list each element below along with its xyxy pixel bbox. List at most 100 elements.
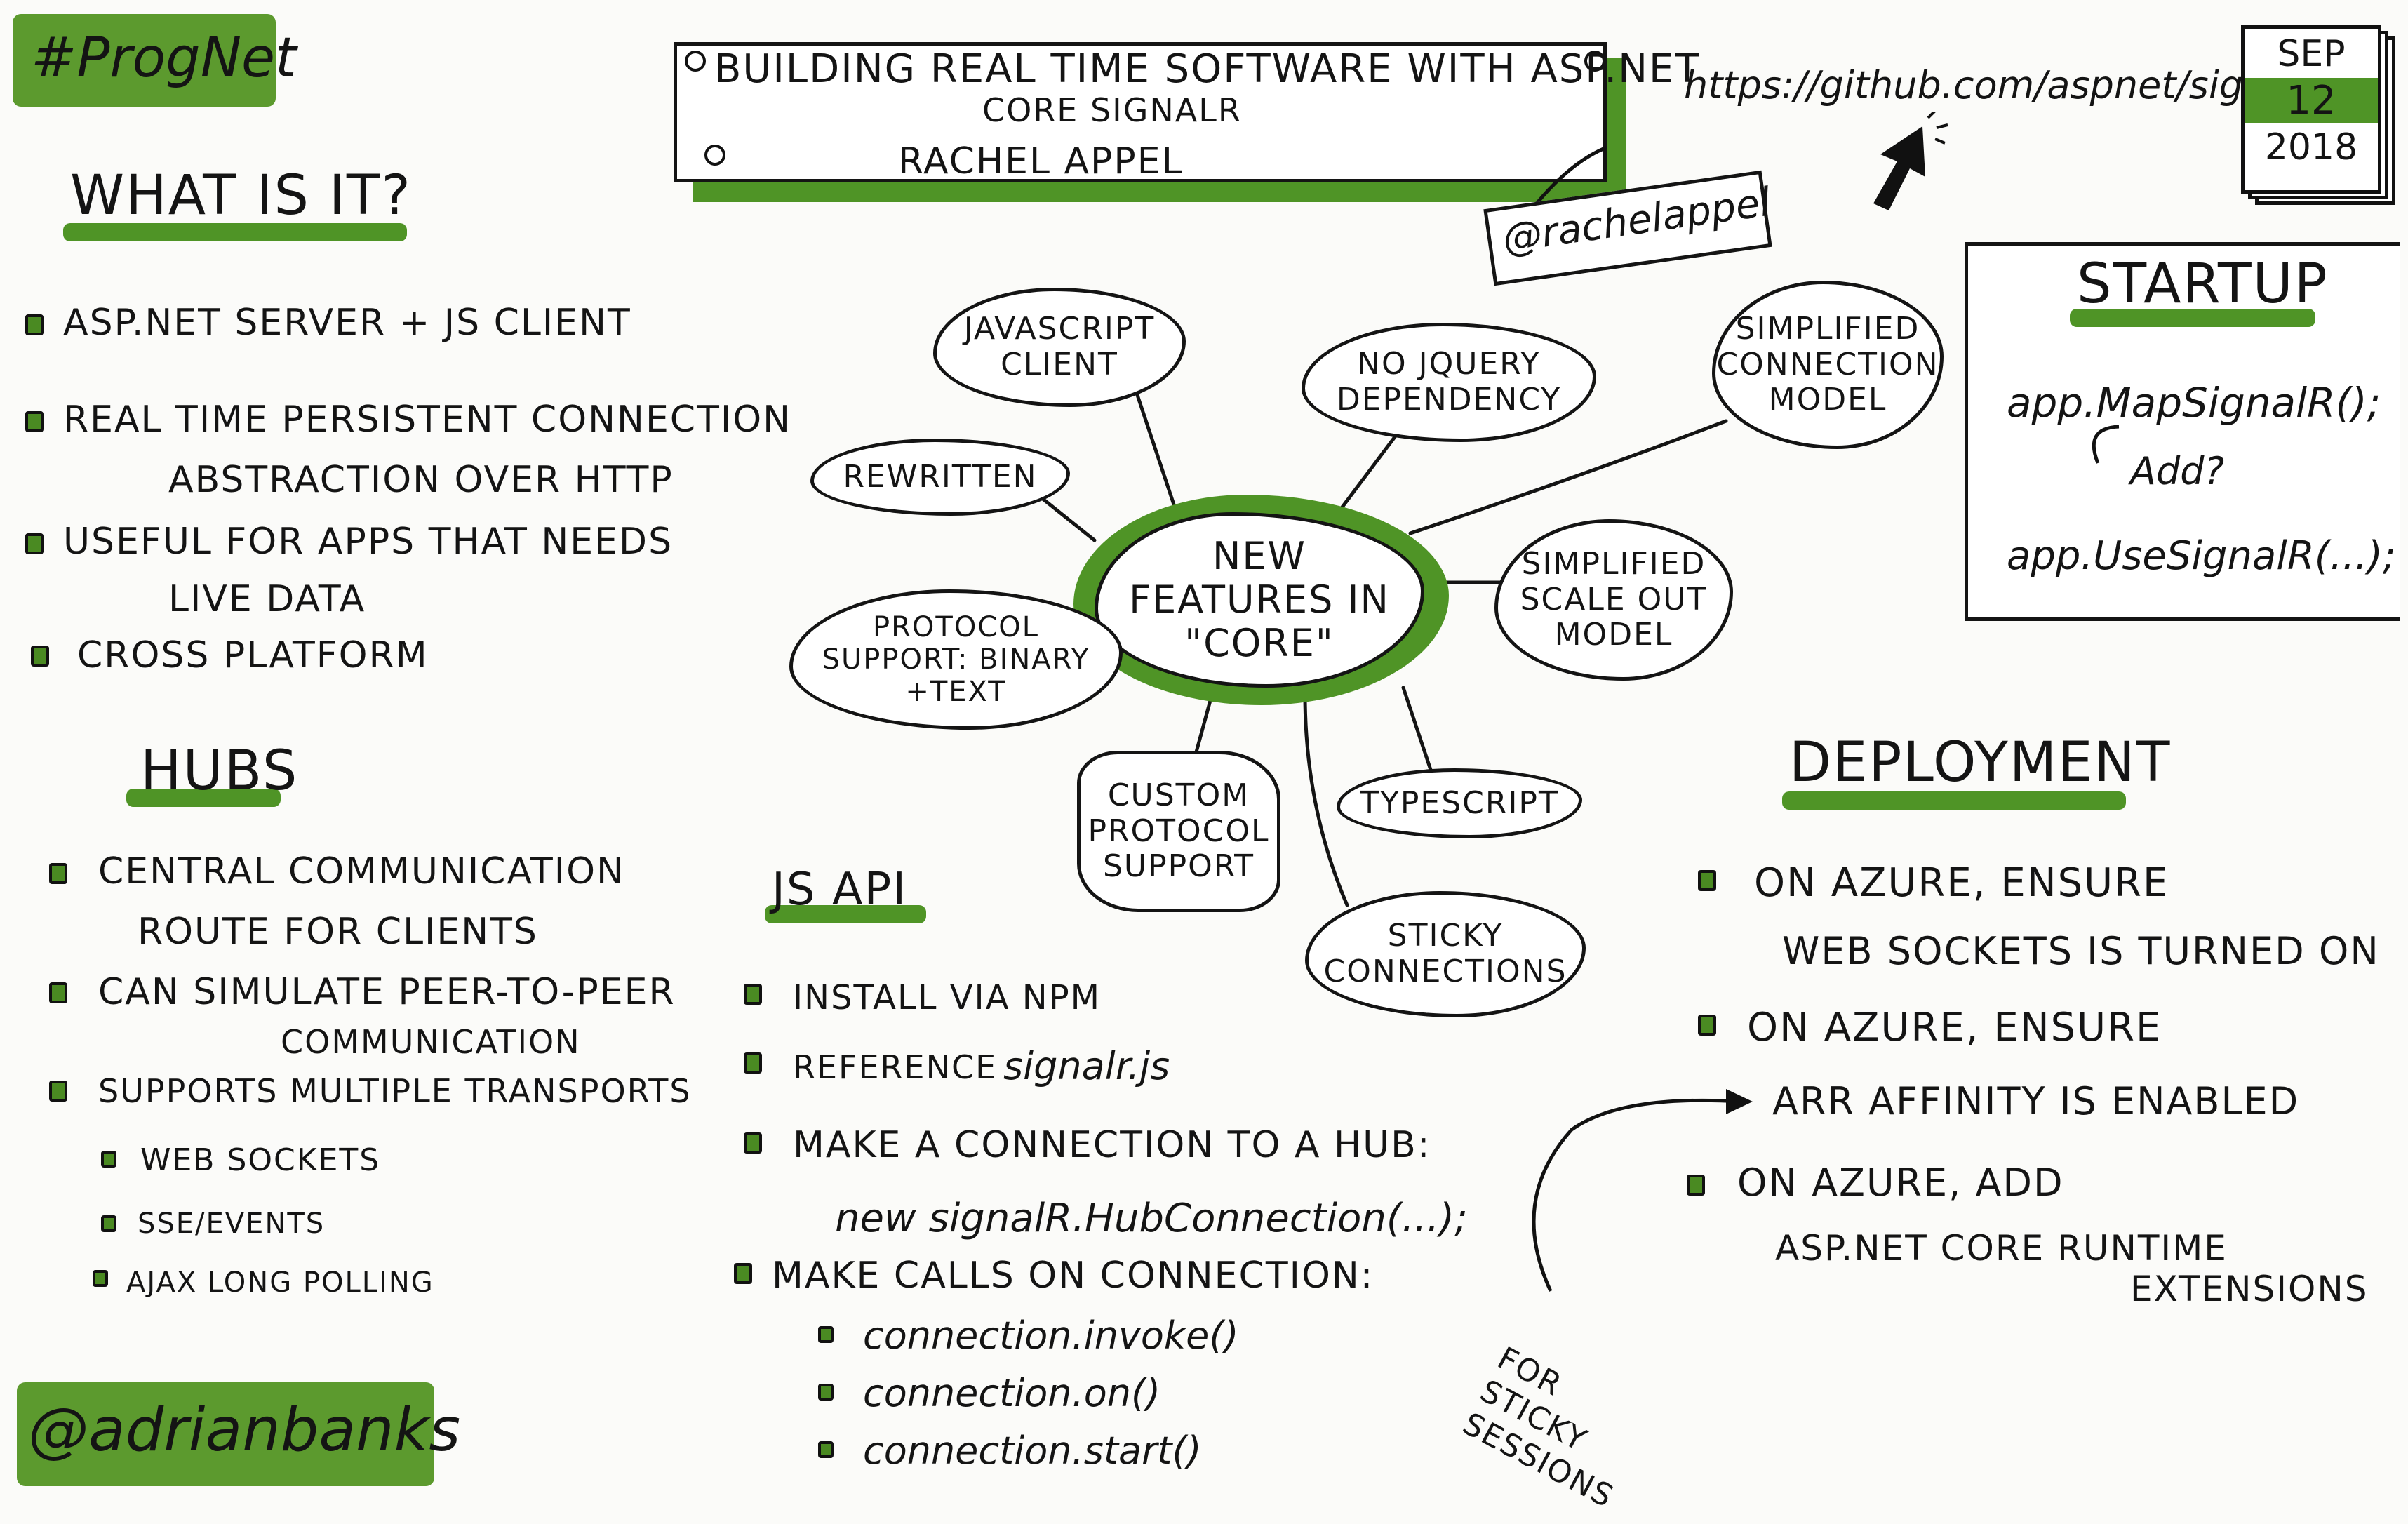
adrianbanks-highlight (17, 1382, 434, 1486)
pin-icon (704, 145, 725, 166)
js-api-title: JS API (772, 864, 908, 916)
node-custom-protocol: Custom protocol support (1077, 751, 1280, 912)
node-simplified-scale-out: Simplified scale out model (1494, 519, 1733, 681)
hubs-item-2b: communication (281, 1023, 581, 1061)
calendar-icon: SEP 12 2018 (2241, 25, 2381, 194)
node-no-jquery-label: No jQuery dependency (1336, 346, 1562, 417)
what-is-it-item-4: Cross platform (77, 634, 429, 676)
pin-icon (1584, 51, 1605, 72)
prognet-tag-highlight (13, 14, 276, 107)
node-sticky-connections: Sticky connections (1305, 891, 1586, 1017)
node-protocol-support-label: Protocol support: binary +text (822, 611, 1090, 708)
node-protocol-support: Protocol support: binary +text (789, 589, 1123, 730)
deployment-title: Deployment (1789, 731, 2172, 794)
deployment-item-2b: ARR affinity is enabled (1772, 1079, 2300, 1123)
node-javascript-client-label: JavaScript client (963, 311, 1156, 382)
what-is-it-item-3b: live data (168, 578, 366, 620)
js-api-item-3: Make a connection to a hub: (793, 1124, 1431, 1166)
hubs-subitem-3: AJAX long polling (126, 1266, 434, 1299)
github-url: https://github.com/aspnet/signalr (1684, 63, 2317, 107)
what-is-it-item-2: Real time persistent connection (63, 399, 792, 441)
bullet-icon (25, 314, 44, 335)
node-simplified-connection-label: Simplified connection model (1716, 311, 1939, 418)
speaker-name: Rachel Appel (898, 140, 1184, 182)
talk-title-line1: Building Real Time Software With ASP.NET (714, 46, 1701, 92)
bullet-icon (49, 863, 67, 884)
hubs-item-1b: route for clients (138, 911, 538, 953)
js-api-item-4: Make calls on connection: (772, 1255, 1374, 1297)
what-is-it-underline (63, 223, 407, 241)
startup-underline (2070, 309, 2315, 327)
center-label: New features in "Core" (1129, 533, 1390, 666)
center-new-features: New features in "Core" (1095, 512, 1424, 688)
bullet-icon (101, 1215, 116, 1232)
talk-title-line2: Core SignalR (982, 91, 1242, 129)
talk-title-box (674, 42, 1607, 182)
deployment-underline (1782, 791, 2126, 810)
pin-icon (685, 51, 706, 72)
calendar-day: 12 (2245, 78, 2378, 123)
bullet-icon (49, 1081, 67, 1102)
startup-code-2: app.UseSignalR(...); (2007, 533, 2396, 579)
bullet-icon (25, 411, 44, 432)
sticky-sessions-arrow (1532, 1089, 1753, 1292)
node-typescript: TypeScript (1337, 768, 1582, 838)
startup-title: Startup (2077, 253, 2329, 316)
hubs-subitem-1: Web sockets (140, 1142, 381, 1178)
node-simplified-scale-out-label: Simplified scale out model (1520, 546, 1708, 653)
bullet-icon (744, 1052, 762, 1074)
bullet-icon (93, 1270, 108, 1287)
what-is-it-item-1: ASP.Net server + JS client (63, 302, 631, 344)
deployment-item-3b: ASP.Net Core runtime (1775, 1228, 2228, 1269)
node-no-jquery: No jQuery dependency (1302, 323, 1596, 442)
hubs-item-3: Supports multiple transports (98, 1072, 692, 1110)
hubs-underline (126, 789, 281, 807)
js-api-underline (765, 905, 926, 923)
js-api-code-1: new signalR.HubConnection(...); (835, 1196, 1468, 1241)
deployment-item-1b: Web sockets is turned on (1782, 929, 2380, 973)
node-simplified-connection: Simplified connection model (1712, 281, 1944, 449)
bullet-icon (1698, 870, 1716, 891)
node-sticky-connections-label: Sticky connections (1323, 918, 1567, 989)
hubs-item-2: Can simulate peer-to-peer (98, 971, 676, 1013)
bullet-icon (49, 982, 67, 1003)
deployment-item-3c: extensions (2130, 1269, 2369, 1309)
deployment-item-3: On Azure, add (1737, 1161, 2064, 1205)
hubs-title: Hubs (140, 740, 299, 803)
deployment-item-2: On Azure, ensure (1747, 1005, 2162, 1050)
js-api-item-2: Reference (793, 1048, 998, 1086)
bullet-icon (818, 1441, 834, 1458)
startup-box (1965, 242, 2400, 621)
handle-tag-string (1535, 145, 1607, 205)
prognet-tag: #ProgNet (31, 27, 297, 90)
bullet-icon (818, 1326, 834, 1343)
js-api-item-1: Install via NPM (793, 978, 1102, 1017)
bullet-icon (25, 533, 44, 554)
js-api-subitem-2: connection.on() (863, 1371, 1161, 1415)
hubs-subitem-2: SSE/events (138, 1208, 326, 1240)
bullet-icon (1687, 1175, 1705, 1196)
deployment-item-1: On Azure, ensure (1754, 860, 2169, 906)
bullet-icon (31, 646, 49, 667)
bullet-icon (101, 1151, 116, 1168)
js-api-subitem-1: connection.invoke() (863, 1314, 1239, 1358)
node-javascript-client: JavaScript client (933, 288, 1186, 407)
insertion-arrow-icon (2092, 425, 2120, 464)
node-rewritten-label: Rewritten (843, 458, 1038, 495)
hubs-item-1: Central communication (98, 850, 625, 893)
calendar-month: SEP (2277, 33, 2346, 75)
calendar-year: 2018 (2264, 126, 2358, 168)
bullet-icon (744, 1132, 762, 1154)
bullet-icon (734, 1263, 752, 1284)
startup-note: Add? (2130, 449, 2225, 493)
node-typescript-label: TypeScript (1360, 784, 1559, 821)
cursor-arrow-icon (1873, 112, 1948, 210)
what-is-it-item-2b: abstraction over HTTP (168, 459, 674, 501)
what-is-it-item-3: Useful for apps that needs (63, 521, 674, 563)
what-is-it-title: What is it? (70, 164, 412, 227)
bullet-icon (1698, 1015, 1716, 1036)
bullet-icon (744, 984, 762, 1005)
startup-code-1: app.MapSignalR(); (2007, 379, 2381, 427)
node-rewritten: Rewritten (810, 439, 1070, 516)
bullet-icon (818, 1384, 834, 1401)
